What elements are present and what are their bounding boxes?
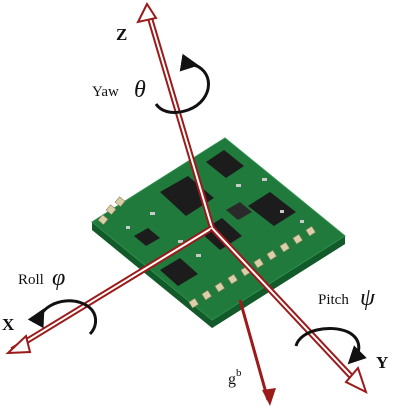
roll-symbol: φ [52, 265, 65, 291]
axis-y-arrowhead [344, 366, 368, 394]
small-components [126, 178, 304, 257]
chip-right [248, 192, 296, 226]
axis-x-arrowhead [5, 334, 32, 355]
axis-x-line [5, 225, 214, 355]
axis-z-line [136, 1, 215, 229]
chip-large-center [160, 176, 214, 216]
board-edge [92, 222, 345, 328]
gravity-vector [238, 299, 276, 406]
axis-y-line [209, 225, 368, 394]
chip-bottom-left [160, 258, 198, 286]
yaw-symbol: θ [134, 77, 146, 103]
roll-rotation-arrow [27, 299, 98, 336]
chip-small-left [134, 228, 160, 246]
pitch-label: Pitch [318, 292, 349, 308]
pad-row-left [97, 196, 126, 226]
gravity-label: gb [228, 367, 242, 388]
axis-y-label: Y [376, 353, 388, 372]
pad-row-front [188, 225, 316, 309]
gravity-superscript: b [236, 367, 242, 379]
chip-top [206, 150, 244, 178]
axis-z-arrowhead [136, 1, 158, 24]
axis-z-label: Z [116, 25, 127, 44]
gravity-base: g [228, 371, 236, 388]
yaw-label: Yaw [92, 84, 119, 100]
yaw-rotation-arrow [154, 53, 210, 114]
roll-label: Roll [18, 272, 44, 288]
chip-small-mid [226, 202, 252, 220]
gravity-arrowhead [262, 388, 276, 406]
axis-x-label: X [2, 315, 15, 334]
pitch-symbol: ψ [360, 285, 376, 311]
pitch-rotation-arrow [294, 327, 367, 365]
